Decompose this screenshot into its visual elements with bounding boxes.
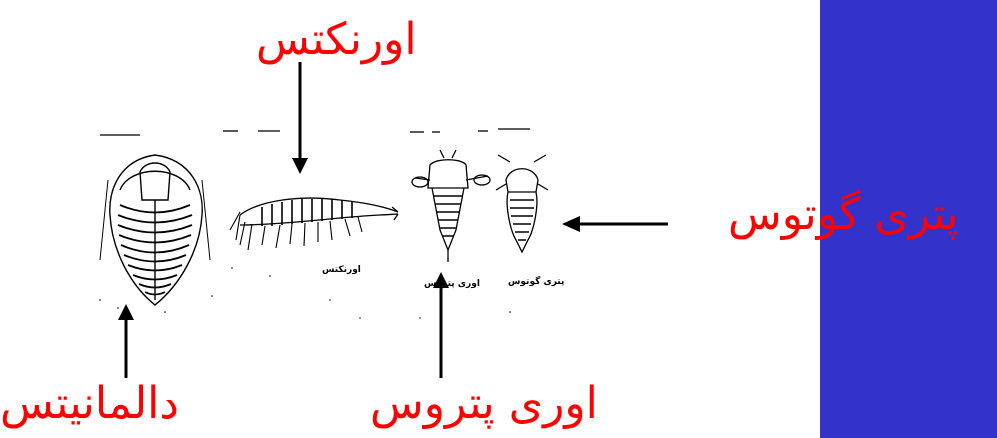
left-scorpion-caption: اوری پتروس [424,279,480,289]
right-scorpion-caption: پتری گوتوس [508,277,564,287]
label-dalmanites: دالمانیتس [0,382,179,426]
scan-dashes [100,129,530,135]
right-sea-scorpion-figure [496,155,548,252]
shrimp-caption: اورنکتس [322,265,361,275]
label-pterygotus: پتری گوتوس [728,193,959,237]
label-eurypterus: اوری پتروس [370,382,598,426]
pointer-arrows [118,62,668,378]
left-sea-scorpion-figure [412,150,490,262]
shrimp-figure [230,198,398,250]
trilobite-figure [100,155,210,305]
label-orenectes: اورنکتس [256,18,417,62]
